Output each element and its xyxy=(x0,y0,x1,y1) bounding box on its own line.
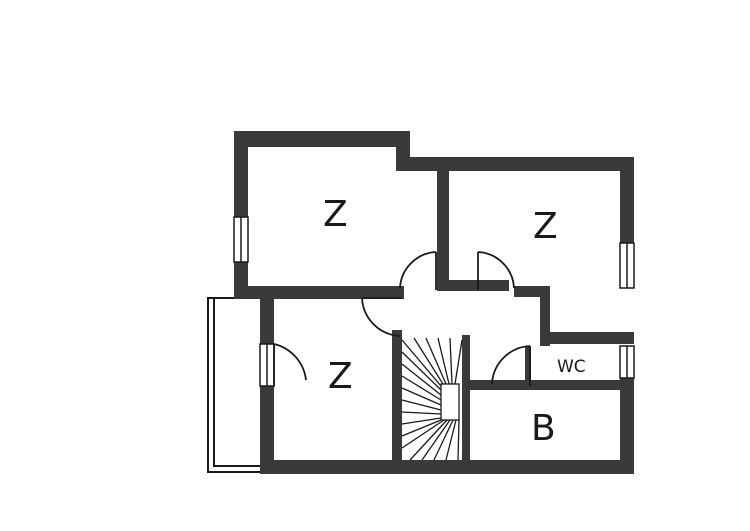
wall-wc-top xyxy=(540,332,634,344)
balcony-inner xyxy=(213,297,260,467)
wall-lower-left-upper xyxy=(260,286,274,344)
wall-top-left-top xyxy=(234,131,410,147)
door-lower-left xyxy=(361,297,402,337)
outer-walls xyxy=(234,131,634,474)
wall-right-lower xyxy=(620,378,634,474)
wall-top-left-bottom xyxy=(234,286,404,299)
staircase xyxy=(401,337,463,461)
wall-wc-bath-divider xyxy=(465,380,634,390)
wall-top-right-top xyxy=(396,157,634,171)
wall-wc-left-stub xyxy=(525,346,531,386)
stair-core xyxy=(440,383,460,421)
door-balcony xyxy=(273,343,307,386)
wall-hall-right-stub-b xyxy=(514,286,550,297)
wall-hall-right-stub xyxy=(437,280,509,291)
wall-stair-right xyxy=(462,335,470,464)
room-label-top-right: Z xyxy=(533,206,558,247)
room-label-top-left: Z xyxy=(323,194,348,235)
doors xyxy=(273,251,531,386)
room-label-bath: B xyxy=(531,408,556,449)
wall-interior-top-divider xyxy=(437,157,449,287)
wall-lower-left-lower xyxy=(260,386,274,474)
room-label-wc: WC xyxy=(557,357,586,377)
windows xyxy=(233,216,635,387)
wall-hall-right-vertical xyxy=(540,286,550,346)
wall-bottom xyxy=(260,460,634,474)
door-top-left xyxy=(399,251,437,290)
door-top-right xyxy=(477,251,515,290)
balcony-outline xyxy=(207,297,260,473)
wall-right-upper xyxy=(620,157,634,243)
wall-left-upper xyxy=(234,131,248,217)
door-bath xyxy=(491,345,531,386)
balcony xyxy=(207,297,260,473)
room-label-bottom-left: Z xyxy=(328,356,353,397)
wall-center-left xyxy=(392,330,402,464)
